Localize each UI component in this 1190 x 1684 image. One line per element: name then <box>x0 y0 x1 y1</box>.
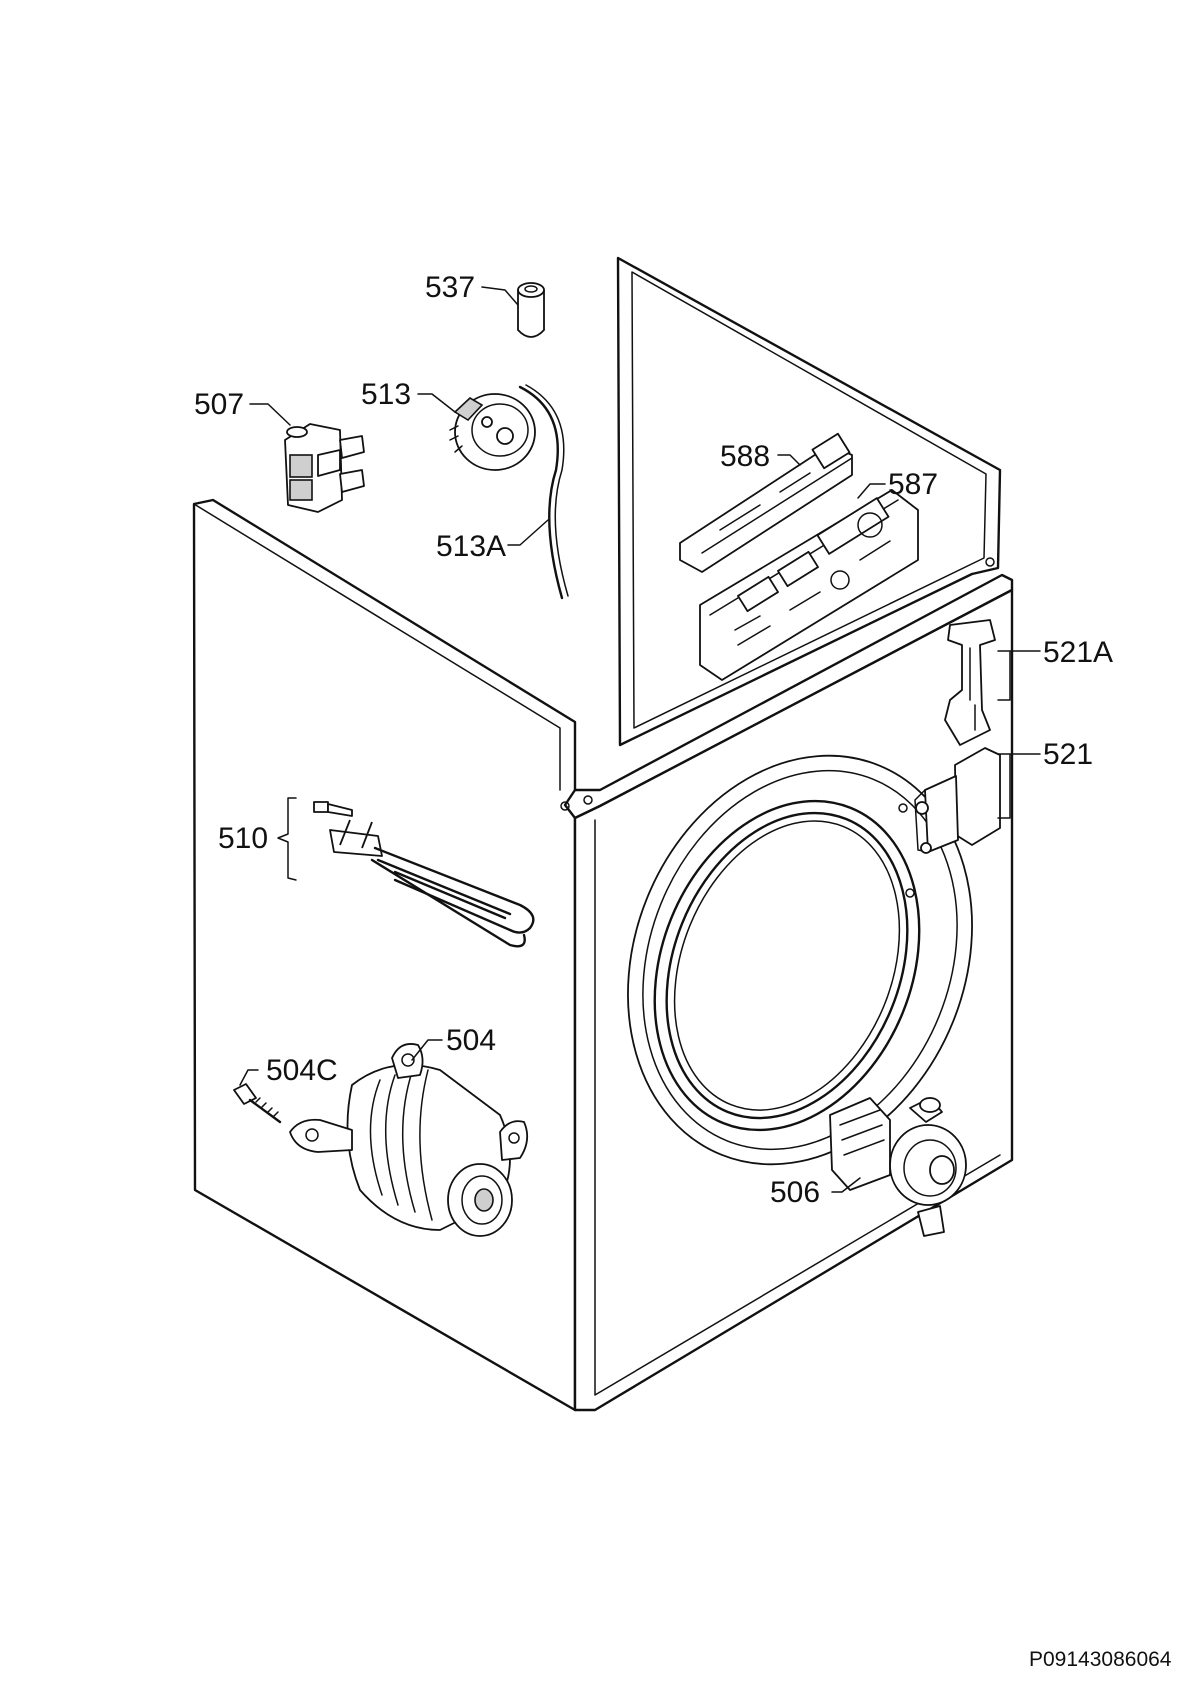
label-504c: 504C <box>266 1054 338 1087</box>
part-506-drain-pump <box>829 1097 967 1237</box>
label-587: 587 <box>888 468 938 501</box>
label-588: 588 <box>720 440 770 473</box>
part-521-door-lock <box>914 747 1001 854</box>
reference-code: P09143086064 <box>1029 1648 1172 1671</box>
part-513-pressure-switch <box>449 393 536 471</box>
back-panel-screw <box>985 557 995 567</box>
left-side-panel <box>192 498 577 1412</box>
leader-513a <box>507 519 549 546</box>
label-504: 504 <box>446 1024 496 1057</box>
ring-screw-top <box>898 803 908 813</box>
label-513a: 513A <box>436 530 506 563</box>
part-588-bracket <box>679 432 853 573</box>
part-521a-lock-wire <box>944 619 996 746</box>
label-513: 513 <box>361 378 411 411</box>
ring-screw-right <box>905 888 915 898</box>
label-506: 506 <box>770 1176 820 1209</box>
leader-521a <box>997 650 1041 701</box>
left-side-panel-edge <box>193 503 561 791</box>
part-537-cap <box>517 282 545 338</box>
leader-587 <box>857 483 886 499</box>
part-510-heating-element <box>313 801 535 948</box>
part-504-motor <box>289 1043 529 1237</box>
leader-521 <box>997 753 1041 819</box>
label-510: 510 <box>218 822 268 855</box>
leader-537 <box>481 286 519 306</box>
leader-506 <box>831 1177 861 1193</box>
back-side-panel-inner <box>631 271 987 729</box>
leader-513 <box>417 393 456 413</box>
leader-504 <box>411 1039 443 1061</box>
part-587-control-board <box>699 489 919 681</box>
corner-screw <box>560 801 570 811</box>
label-521: 521 <box>1043 738 1093 771</box>
part-labels: 537 507 513 513A 588 587 521A 521 510 50… <box>194 271 1172 1671</box>
part-513a-hose <box>518 384 569 600</box>
cabinet <box>192 256 1014 1412</box>
leader-507 <box>249 403 291 426</box>
front-panel-edge <box>594 819 1001 1396</box>
leader-504c <box>239 1069 259 1086</box>
bracket-510 <box>277 797 297 881</box>
leader-588 <box>777 454 801 466</box>
corner-screw-2 <box>583 795 593 805</box>
label-507: 507 <box>194 388 244 421</box>
leader-lines <box>239 286 1041 1193</box>
label-521a: 521A <box>1043 636 1113 669</box>
label-537: 537 <box>425 271 475 304</box>
part-507-inlet-valve <box>284 423 365 513</box>
part-504c-screw <box>233 1083 282 1124</box>
door-ring <box>627 754 973 1166</box>
